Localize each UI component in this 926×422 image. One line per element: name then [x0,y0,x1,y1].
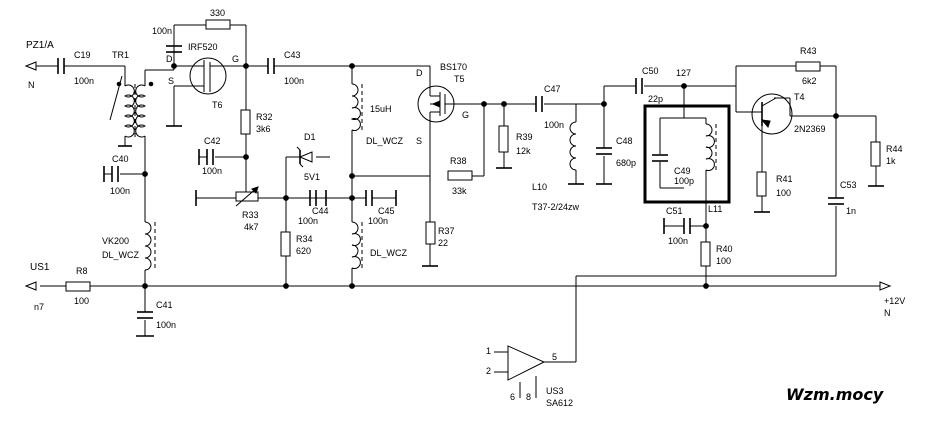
port-us1-label: US1 [30,262,50,273]
us3-part: SA612 [546,398,573,408]
c42-ref: C42 [204,136,221,146]
t6-part: IRF520 [188,42,218,52]
c47-ref: C47 [544,84,561,94]
port-pz1-label: PZ1/A [26,40,54,51]
d1-ref: D1 [304,132,316,142]
c44-value: 100n [298,216,318,226]
l10-ref: L10 [532,182,547,192]
port-us1-n: n7 [34,302,44,312]
c49-value: 100p [674,176,694,186]
ground-stubs [118,125,884,337]
t6-pin-d: D [166,54,173,64]
junctions [142,63,839,289]
us3-pin2: 2 [486,366,491,376]
diagram-title: Wzm.mocy [786,385,884,404]
port-supply-label: +12V [884,296,905,306]
wires [34,24,880,398]
t5-pin-g: G [462,110,469,120]
r38-ref: R38 [450,156,467,166]
c45-ref: C45 [378,206,395,216]
semiconductors [189,57,793,381]
r38-value: 33k [452,186,467,196]
c48-value: 680p [616,158,636,168]
l15uh-value: 15uH [370,104,392,114]
t4-part: 2N2369 [794,124,826,134]
r32-value: 3k6 [256,124,271,134]
r41-ref: R41 [776,174,793,184]
c-top-value: 100n [152,26,172,36]
c19-value: 100n [74,76,94,86]
c50-ref: C50 [642,66,659,76]
l10-core: T37-2/24zw [532,202,580,212]
l15uh-type: DL_WCZ [366,136,404,146]
c51-value: 100n [668,236,688,246]
r37-ref: R37 [438,226,455,236]
r43-ref: R43 [800,46,817,56]
c41-value: 100n [156,320,176,330]
us3-pin6: 6 [510,392,515,402]
r39-ref: R39 [516,132,533,142]
c19-ref: C19 [74,50,91,60]
t5-ref: T5 [454,74,465,84]
us3-pin5: 5 [552,352,557,362]
r34-value: 620 [296,246,311,256]
r44-ref: R44 [886,144,903,154]
c49-ref: C49 [674,166,691,176]
r32-ref: R32 [256,112,273,122]
port-arrows [24,61,892,291]
r33-ref: R33 [242,210,259,220]
c41-ref: C41 [156,300,173,310]
t4-ref: T4 [794,92,805,102]
vk200-ref: VK200 [102,236,129,246]
c45-value: 100n [368,216,388,226]
t6-pin-s: S [168,76,174,86]
r8-ref: R8 [76,266,88,276]
r330-value: 330 [210,8,225,18]
c44-ref: C44 [312,206,329,216]
us3-ref: US3 [546,386,564,396]
r40-value: 100 [716,256,731,266]
l-dl2-type: DL_WCZ [370,248,408,258]
c40-value: 100n [110,186,130,196]
l11-ref: L11 [708,204,722,214]
r39-value: 12k [516,146,531,156]
r40-ref: R40 [716,244,733,254]
us3-pin8: 8 [526,392,531,402]
us3-pin1: 1 [486,346,491,356]
t6-pin-g: G [232,54,239,64]
r37-value: 22 [438,238,448,248]
node-127-label: 127 [676,68,691,78]
c40-ref: C40 [112,154,129,164]
r41-value: 100 [776,188,791,198]
c47-value: 100n [544,120,564,130]
r8-value: 100 [74,296,89,306]
c53-ref: C53 [840,180,857,190]
tr1-ref: TR1 [112,50,129,60]
inductors [109,75,731,271]
r34-ref: R34 [296,234,313,244]
t5-pin-s: S [416,136,422,146]
r33-value: 4k7 [244,222,259,232]
c53-value: 1n [846,206,856,216]
port-pz1-n: N [28,80,35,90]
resistors [65,19,881,292]
c48-ref: C48 [616,136,633,146]
r44-value: 1k [886,156,896,166]
capacitors [57,45,844,319]
c51-ref: C51 [666,206,683,216]
labels: PZ1/A N US1 n7 +12V N C19 100n TR1 C40 1… [26,8,905,408]
r43-value: 6k2 [802,76,817,86]
t6-ref: T6 [212,100,223,110]
d1-value: 5V1 [304,172,320,182]
c50-value: 22p [648,94,663,104]
c43-value: 100n [284,76,304,86]
t5-part: BS170 [440,62,467,72]
port-supply-n: N [884,308,891,318]
c43-ref: C43 [284,50,301,60]
vk200-value: DL_WCZ [102,250,140,260]
t5-pin-d: D [416,68,423,78]
c42-value: 100n [202,166,222,176]
